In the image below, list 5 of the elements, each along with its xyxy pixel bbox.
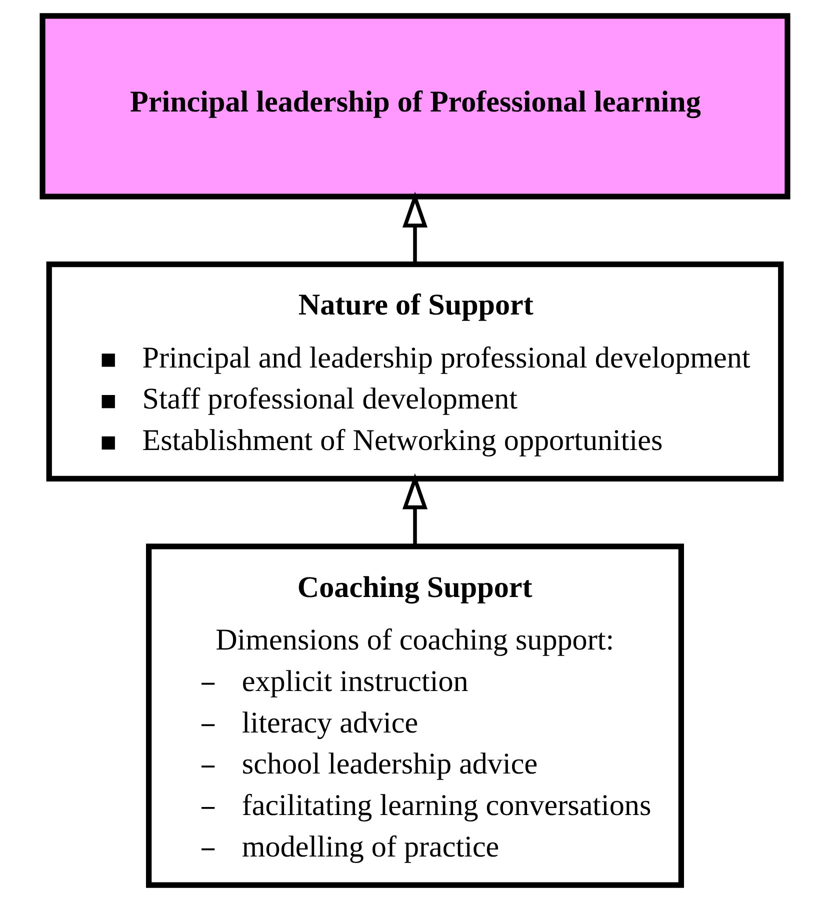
arrow [402, 473, 428, 546]
node-box: Principal leadership of Professional learning [39, 13, 790, 200]
node-box: Coaching Support Dimensions of coaching support: explicit instruction literacy advice school leadership advice facilitating learning conversations modelling of practice [145, 544, 684, 888]
arrow [402, 192, 428, 264]
node-box: Nature of Support Principal and leadership professional development Staff professional development Establishment of Networking opportunities [46, 261, 784, 482]
